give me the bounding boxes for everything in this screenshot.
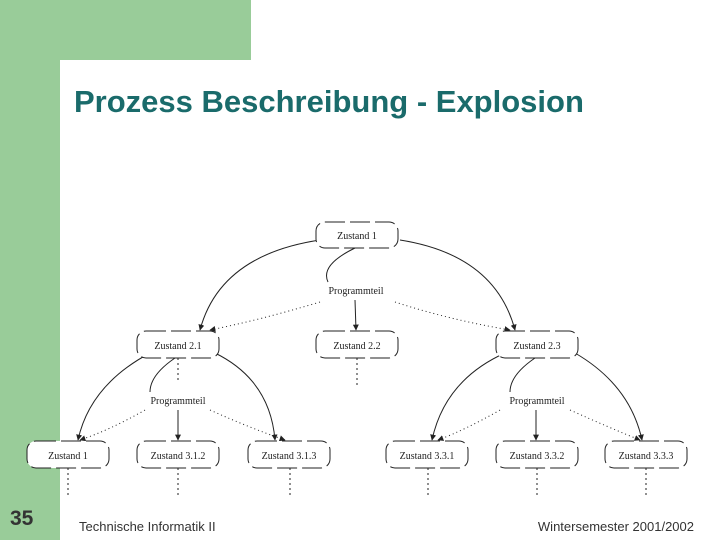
edge-leftprogram-31-dotted — [79, 409, 146, 442]
node-l3-2-label: Zustand 3.1.2 — [151, 451, 206, 462]
decor-topbar — [0, 0, 251, 60]
node-l3-1: Zustand 1 — [26, 440, 110, 469]
node-root: Zustand 1 — [315, 221, 399, 249]
program-left-label: Programmteil — [151, 396, 206, 407]
node-l3-4-label: Zustand 3.3.1 — [400, 451, 455, 462]
node-21: Zustand 2.1 — [136, 330, 220, 359]
edge-23-331 — [430, 352, 506, 441]
slide-number: 35 — [10, 507, 34, 530]
node-l3-5: Zustand 3.3.2 — [495, 440, 579, 469]
edge-rightprogram-333-dotted — [569, 409, 641, 441]
node-l3-5-label: Zustand 3.3.2 — [510, 451, 565, 462]
slide-title: Prozess Beschreibung - Explosion — [74, 84, 584, 119]
node-root-label: Zustand 1 — [337, 231, 377, 242]
footer-semester: Wintersemester 2001/2002 — [537, 519, 694, 534]
edge-root-program — [326, 247, 356, 283]
node-23-label: Zustand 2.3 — [513, 341, 560, 352]
edge-root-23 — [399, 239, 517, 331]
edge-21-program — [149, 357, 176, 393]
node-21-label: Zustand 2.1 — [154, 341, 201, 352]
edge-program-23-dotted — [394, 301, 511, 333]
edge-21-313 — [214, 352, 278, 441]
edge-23-program — [509, 357, 536, 393]
node-l3-3-label: Zustand 3.1.3 — [262, 451, 317, 462]
node-l3-1-label: Zustand 1 — [48, 451, 88, 462]
footer-course: Technische Informatik II — [79, 519, 216, 534]
edge-program-21-dotted — [209, 301, 321, 332]
node-l3-3: Zustand 3.1.3 — [247, 440, 331, 469]
node-23: Zustand 2.3 — [495, 330, 579, 359]
edge-21-31 — [76, 352, 151, 441]
node-l3-6-label: Zustand 3.3.3 — [619, 451, 674, 462]
edge-root-21 — [198, 239, 321, 331]
node-l3-2: Zustand 3.1.2 — [136, 440, 220, 469]
node-22-label: Zustand 2.2 — [333, 341, 380, 352]
node-22: Zustand 2.2 — [315, 330, 399, 359]
edge-leftprogram-313-dotted — [209, 409, 286, 442]
program-top-label: Programmteil — [329, 286, 384, 297]
edge-program-22 — [352, 299, 359, 331]
node-l3-4: Zustand 3.3.1 — [385, 440, 469, 469]
node-l3-6: Zustand 3.3.3 — [604, 440, 688, 469]
edge-23-333 — [574, 352, 644, 441]
program-right-label: Programmteil — [510, 396, 565, 407]
edge-rightprogram-331-dotted — [437, 409, 501, 441]
